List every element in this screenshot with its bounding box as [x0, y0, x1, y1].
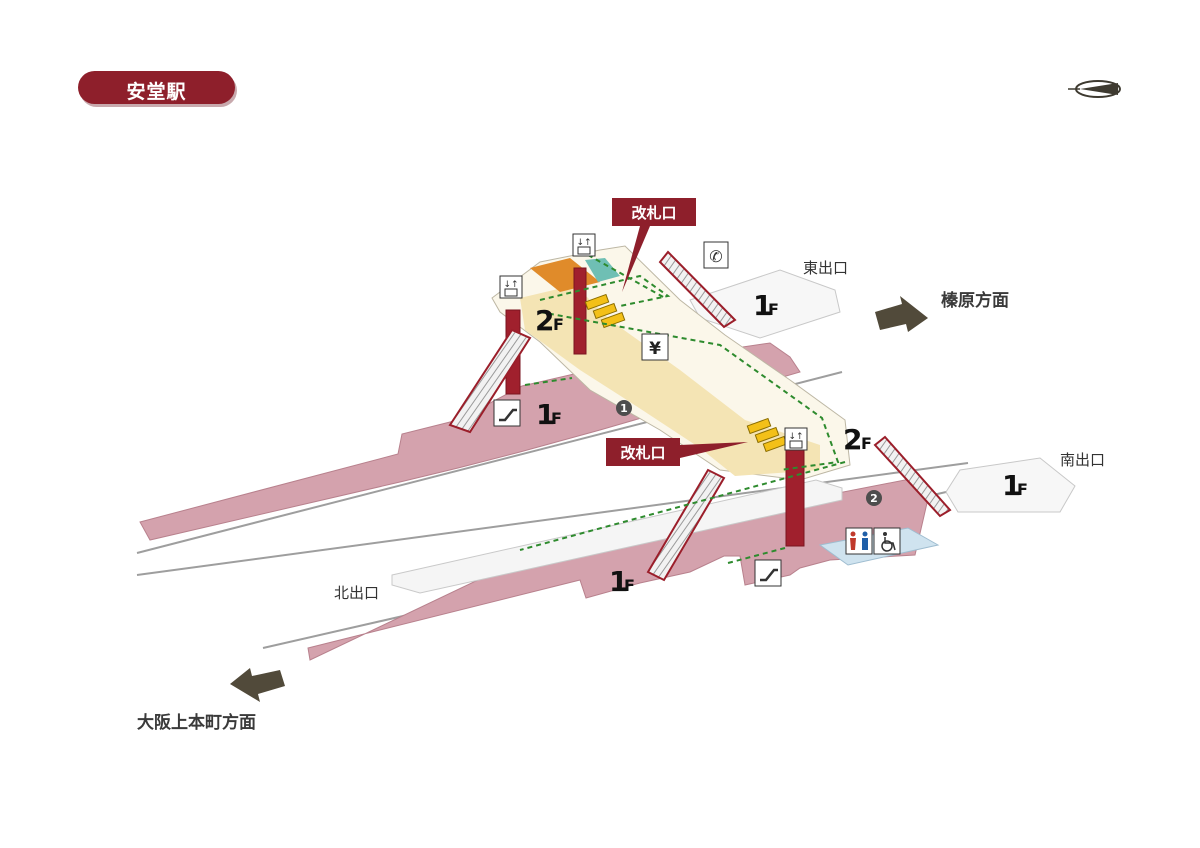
svg-text:↓↑: ↓↑ — [576, 238, 591, 248]
ticket-gate-south-text: 改札口 — [620, 444, 665, 462]
yen-symbol: ¥ — [649, 339, 661, 359]
platform-number-1: 1 — [616, 400, 632, 416]
floor-label-1f-east: 1 F — [753, 289, 779, 322]
svg-text:↓↑: ↓↑ — [788, 432, 803, 442]
floor-label-2f-west: 2 F — [535, 304, 564, 337]
direction-west-label: 大阪上本町方面 — [137, 712, 256, 733]
staircase-west — [448, 328, 532, 434]
escalator-icon — [754, 559, 782, 587]
elevator-icon: ↓↑ — [499, 275, 523, 299]
svg-text:1: 1 — [536, 398, 555, 431]
east-exit-label: 東出口 — [803, 259, 848, 277]
svg-text:F: F — [551, 409, 562, 428]
staircase-south — [873, 435, 952, 518]
direction-east-label: 榛原方面 — [941, 290, 1009, 311]
station-title: 安堂駅 — [126, 81, 187, 103]
svg-text:2: 2 — [535, 304, 554, 337]
svg-text:F: F — [624, 576, 635, 595]
north-exit-label: 北出口 — [334, 584, 379, 602]
svg-text:1: 1 — [1002, 469, 1021, 502]
svg-text:F: F — [1017, 480, 1028, 499]
svg-text:✆: ✆ — [709, 247, 722, 266]
south-exit-floor — [945, 457, 1076, 513]
telephone-icon: ✆ — [703, 241, 729, 269]
elevator-icon: ↓↑ — [572, 233, 596, 257]
platform-number-2: 2 — [866, 490, 882, 506]
svg-text:F: F — [768, 300, 779, 319]
ticket-gates-south — [746, 417, 788, 453]
svg-text:F: F — [553, 315, 564, 334]
floor-label-1f-platform1: 1 F — [536, 398, 562, 431]
svg-text:↓↑: ↓↑ — [503, 280, 518, 290]
floor-label-1f-north: 1 F — [609, 565, 635, 598]
svg-text:1: 1 — [753, 289, 772, 322]
wheelchair-icon — [873, 527, 901, 555]
north-exit-area — [391, 479, 843, 594]
south-exit-label: 南出口 — [1060, 451, 1105, 469]
svg-text:1: 1 — [620, 402, 628, 415]
svg-text:2: 2 — [843, 423, 862, 456]
floor-label-1f-south: 1 F — [1002, 469, 1028, 502]
ticket-gate-label-south: 改札口 — [606, 438, 748, 466]
svg-text:1: 1 — [609, 565, 628, 598]
ticket-gate-north-text: 改札口 — [631, 204, 676, 222]
ticket-gates-north — [584, 293, 626, 329]
arrow-west-icon — [230, 668, 285, 702]
escalator-icon — [493, 399, 521, 427]
concourse-walkway — [520, 285, 820, 476]
toilet-icon — [845, 527, 873, 555]
elevator-icon: ↓↑ — [784, 427, 808, 451]
compass-icon — [1068, 80, 1121, 98]
ticket-machine-icon: ¥ — [641, 333, 669, 361]
svg-text:2: 2 — [870, 492, 878, 505]
staircase-east — [658, 250, 737, 329]
station-title-badge: 安堂駅 — [78, 71, 235, 104]
ticket-gate-label-north: 改札口 — [612, 198, 696, 292]
floor-label-2f-east: 2 F — [843, 423, 872, 456]
svg-text:F: F — [861, 434, 872, 453]
ticket-office-side — [585, 258, 620, 282]
arrow-east-icon — [875, 296, 928, 332]
